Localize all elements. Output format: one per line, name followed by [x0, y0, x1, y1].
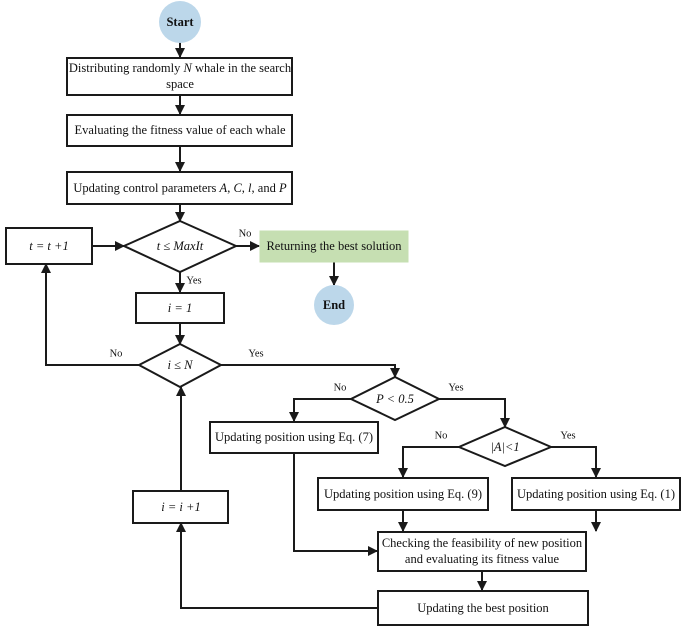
- edge-checkp-no-to-eq7: [289, 398, 351, 422]
- init-population-label-line1: Distributing randomly N whale in the sea…: [69, 61, 292, 75]
- update-eq7-label: Updating position using Eq. (7): [215, 430, 373, 444]
- node-i-init[interactable]: i = 1: [135, 292, 225, 324]
- node-check-p[interactable]: P < 0.5: [348, 375, 442, 422]
- i-init-box: [135, 292, 225, 324]
- check-feasibility-label-line1: Checking the feasibility of new position: [382, 536, 583, 550]
- evaluate-fitness-label: Evaluating the fitness value of each wha…: [74, 123, 285, 137]
- edge-checkn-yes-to-checkp: [221, 364, 400, 378]
- node-check-feasibility[interactable]: Checking the feasibility of new position…: [377, 531, 587, 572]
- end-label: End: [323, 298, 345, 312]
- edge-label-p-no: No: [334, 382, 347, 393]
- node-i-increment[interactable]: i = i +1: [132, 490, 229, 524]
- i-increment-label: i = i +1: [161, 500, 200, 514]
- check-p-diamond: [348, 375, 442, 422]
- connectors: Returning best --> i=1 --> left, down-le…: [41, 42, 601, 609]
- edge-checka-yes-to-eq1: [551, 446, 601, 478]
- node-check-i-n[interactable]: i ≤ N: [136, 342, 224, 389]
- node-check-maxit[interactable]: t ≤ MaxIt: [121, 219, 239, 274]
- init-population-label-line2: space: [166, 77, 194, 91]
- start-circle: [159, 1, 201, 43]
- init-population-box: [66, 57, 293, 96]
- edge-label-a-yes: Yes: [560, 430, 575, 441]
- edge-label-in-no: No: [110, 348, 123, 359]
- check-feasibility-label-line2: and evaluating its fitness value: [405, 552, 560, 566]
- update-eq9-label: Updating position using Eq. (9): [324, 487, 482, 501]
- edge-label-in-yes: Yes: [248, 348, 263, 359]
- edge-checkp-yes-to-checka: [439, 398, 510, 428]
- return-best-box: [259, 230, 409, 263]
- node-update-eq7[interactable]: Updating position using Eq. (7): [209, 421, 379, 454]
- edge-label-p-yes: Yes: [448, 382, 463, 393]
- evaluate-fitness-box: [66, 114, 293, 147]
- check-maxit-diamond: [121, 219, 239, 274]
- edge-eq7-to-feasibility: [293, 453, 378, 556]
- update-eq9-box: [317, 477, 489, 511]
- node-update-eq9[interactable]: Updating position using Eq. (9): [317, 477, 489, 511]
- update-best-box: [377, 590, 589, 626]
- i-init-label: i = 1: [168, 301, 192, 315]
- update-params-label: Updating control parameters A, C, l, and…: [73, 181, 287, 195]
- edge-checka-no-to-eq9: [398, 446, 459, 478]
- node-update-eq1[interactable]: Updating position using Eq. (1): [511, 477, 681, 511]
- i-increment-box: [132, 490, 229, 524]
- update-params-box: [66, 171, 293, 205]
- end-circle: [314, 285, 354, 325]
- edge-label-a-no: No: [435, 430, 448, 441]
- node-start[interactable]: Start: [159, 1, 201, 43]
- node-update-params[interactable]: Updating control parameters A, C, l, and…: [66, 171, 293, 205]
- update-eq1-label: Updating position using Eq. (1): [517, 487, 675, 501]
- node-check-a[interactable]: |A|<1: [456, 425, 554, 468]
- check-i-n-label: i ≤ N: [168, 358, 194, 372]
- t-increment-box: [5, 227, 93, 265]
- update-eq7-box: [209, 421, 379, 454]
- update-eq1-box: [511, 477, 681, 511]
- update-best-label: Updating the best position: [417, 601, 549, 615]
- node-t-increment[interactable]: t = t +1: [5, 227, 93, 265]
- return-best-label: Returning the best solution: [266, 239, 402, 253]
- node-evaluate-fitness[interactable]: Evaluating the fitness value of each wha…: [66, 114, 293, 147]
- edge-checkn-no-to-tincrement: [41, 263, 139, 366]
- start-label: Start: [166, 15, 194, 29]
- edge-label-maxit-no: No: [239, 228, 252, 239]
- check-feasibility-box: [377, 531, 587, 572]
- edge-label-maxit-yes: Yes: [186, 275, 201, 286]
- node-update-best[interactable]: Updating the best position: [377, 590, 589, 626]
- edge-updatebest-to-iincrement: [176, 522, 377, 609]
- t-increment-label: t = t +1: [29, 239, 68, 253]
- check-a-diamond: [456, 425, 554, 468]
- check-a-label: |A|<1: [490, 440, 519, 454]
- check-i-n-diamond: [136, 342, 224, 389]
- node-end[interactable]: End: [314, 285, 354, 325]
- check-p-label: P < 0.5: [375, 392, 414, 406]
- node-init-population[interactable]: Distributing randomly N whale in the sea…: [66, 57, 293, 96]
- node-return-best[interactable]: Returning the best solution: [259, 230, 409, 263]
- check-maxit-label: t ≤ MaxIt: [157, 239, 204, 253]
